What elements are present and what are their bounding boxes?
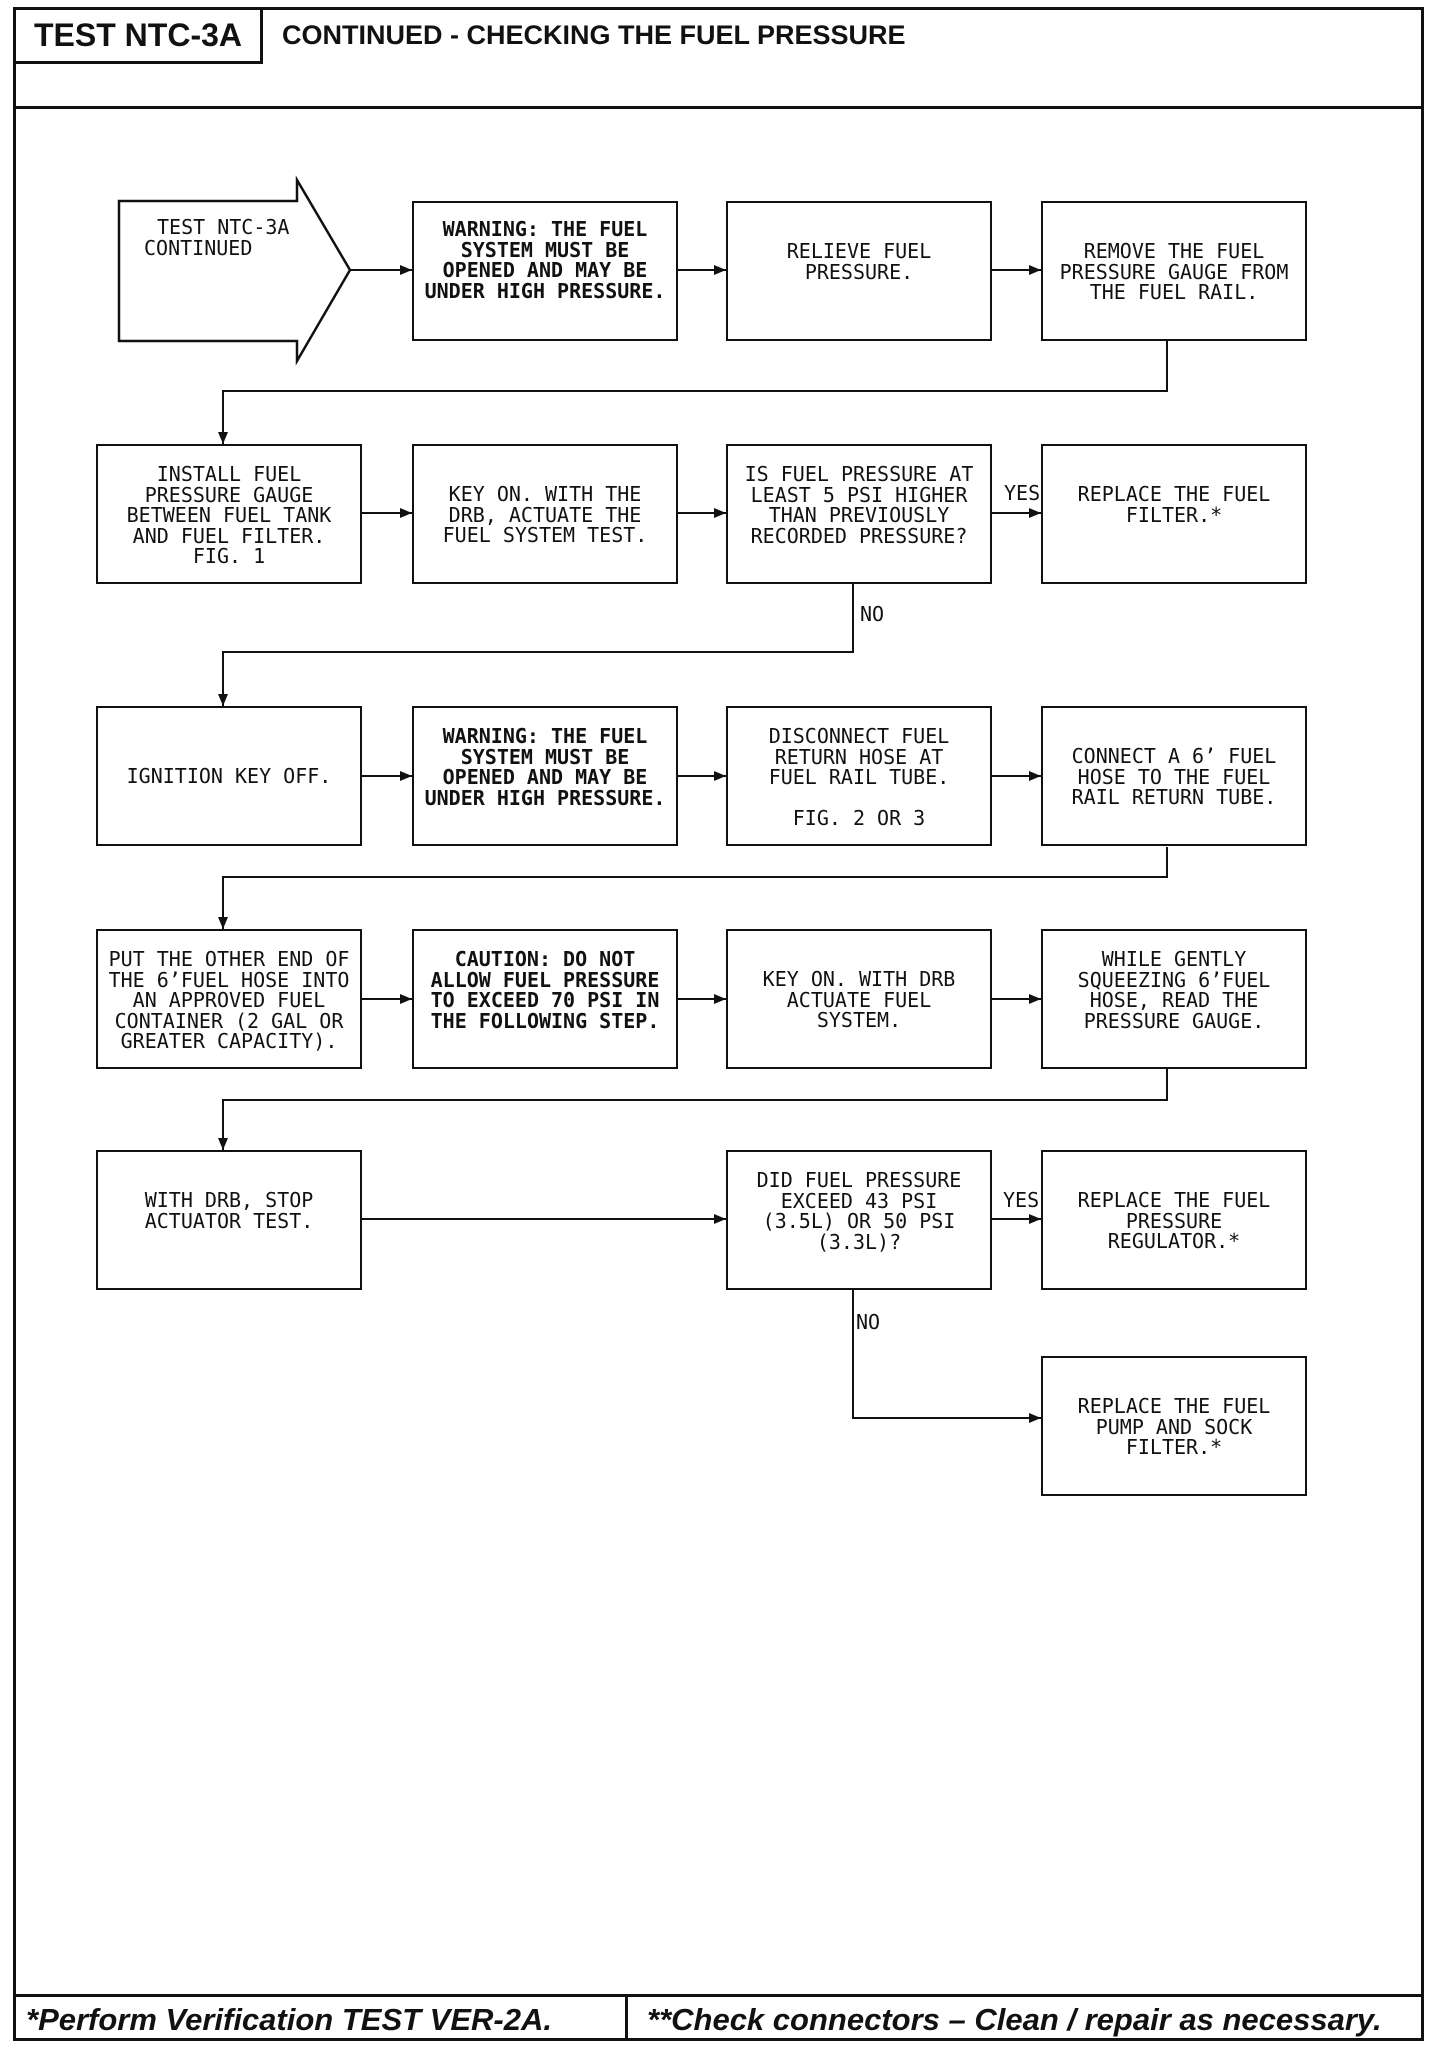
squeeze-hose-box: WHILE GENTLY SQUEEZING 6’FUEL HOSE, READ… [1041, 929, 1307, 1069]
connect-hose-box: CONNECT A 6’ FUEL HOSE TO THE FUEL RAIL … [1041, 706, 1307, 846]
relieve-pressure-text: RELIEVE FUEL PRESSURE. [786, 239, 932, 284]
remove-gauge-box: REMOVE THE FUEL PRESSURE GAUGE FROM THE … [1041, 201, 1307, 341]
relieve-pressure-box: RELIEVE FUEL PRESSURE. [726, 201, 992, 341]
caution-text: CAUTION: DO NOT ALLOW FUEL PRESSURE TO E… [430, 947, 660, 1033]
key-on-actuate-text: KEY ON. WITH DRB ACTUATE FUEL SYSTEM. [762, 967, 956, 1032]
replace-filter-text: REPLACE THE FUEL FILTER.* [1077, 482, 1271, 527]
stop-test-box: WITH DRB, STOP ACTUATOR TEST. [96, 1150, 362, 1290]
connect-hose-text: CONNECT A 6’ FUEL HOSE TO THE FUEL RAIL … [1071, 744, 1277, 809]
stop-test-text: WITH DRB, STOP ACTUATOR TEST. [144, 1188, 314, 1233]
install-gauge-box: INSTALL FUEL PRESSURE GAUGE BETWEEN FUEL… [96, 444, 362, 584]
yes-label-1: YES [1004, 481, 1041, 505]
test-id: TEST NTC-3A [34, 17, 242, 53]
replace-regulator-text: REPLACE THE FUEL PRESSURE REGULATOR.* [1077, 1188, 1271, 1253]
replace-pump-box: REPLACE THE FUEL PUMP AND SOCK FILTER.* [1041, 1356, 1307, 1496]
disconnect-hose-text: DISCONNECT FUEL RETURN HOSE AT FUEL RAIL… [768, 724, 950, 830]
install-gauge-text: INSTALL FUEL PRESSURE GAUGE BETWEEN FUEL… [126, 462, 332, 568]
page-frame [13, 7, 1424, 2041]
remove-gauge-text: REMOVE THE FUEL PRESSURE GAUGE FROM THE … [1059, 239, 1289, 304]
warning-box-1: WARNING: THE FUEL SYSTEM MUST BE OPENED … [412, 201, 678, 341]
fuel-container-box: PUT THE OTHER END OF THE 6’FUEL HOSE INT… [96, 929, 362, 1069]
pressure-exceed-decision-box: DID FUEL PRESSURE EXCEED 43 PSI (3.5L) O… [726, 1150, 992, 1290]
squeeze-hose-text: WHILE GENTLY SQUEEZING 6’FUEL HOSE, READ… [1077, 947, 1271, 1033]
pressure-exceed-decision-text: DID FUEL PRESSURE EXCEED 43 PSI (3.5L) O… [756, 1168, 962, 1254]
ignition-off-text: IGNITION KEY OFF. [126, 764, 332, 788]
footer-note-connectors: **Check connectors – Clean / repair as n… [647, 2002, 1382, 2037]
yes-label-2: YES [1003, 1188, 1040, 1212]
replace-filter-box: REPLACE THE FUEL FILTER.* [1041, 444, 1307, 584]
replace-pump-text: REPLACE THE FUEL PUMP AND SOCK FILTER.* [1077, 1394, 1271, 1459]
pressure-higher-decision-box: IS FUEL PRESSURE AT LEAST 5 PSI HIGHER T… [726, 444, 992, 584]
caution-box: CAUTION: DO NOT ALLOW FUEL PRESSURE TO E… [412, 929, 678, 1069]
no-label-1: NO [860, 602, 885, 626]
footer-note-verification: *Perform Verification TEST VER-2A. [26, 2002, 552, 2037]
start-label: TEST NTC-3A CONTINUED [144, 215, 290, 260]
page-title: CONTINUED - CHECKING THE FUEL PRESSURE [282, 20, 906, 50]
test-id-box: TEST NTC-3A [13, 7, 263, 64]
warning-box-2: WARNING: THE FUEL SYSTEM MUST BE OPENED … [412, 706, 678, 846]
warning-text-2: WARNING: THE FUEL SYSTEM MUST BE OPENED … [424, 724, 666, 810]
no-label-2: NO [856, 1310, 881, 1334]
replace-regulator-box: REPLACE THE FUEL PRESSURE REGULATOR.* [1041, 1150, 1307, 1290]
disconnect-hose-box: DISCONNECT FUEL RETURN HOSE AT FUEL RAIL… [726, 706, 992, 846]
warning-text-1: WARNING: THE FUEL SYSTEM MUST BE OPENED … [424, 217, 666, 303]
pressure-higher-decision-text: IS FUEL PRESSURE AT LEAST 5 PSI HIGHER T… [744, 462, 974, 548]
footer-column-divider [625, 1994, 628, 2041]
key-on-test-box: KEY ON. WITH THE DRB, ACTUATE THE FUEL S… [412, 444, 678, 584]
header-divider [13, 106, 1424, 109]
footer-divider [13, 1994, 1424, 1997]
ignition-off-box: IGNITION KEY OFF. [96, 706, 362, 846]
fuel-container-text: PUT THE OTHER END OF THE 6’FUEL HOSE INT… [108, 947, 350, 1053]
key-on-actuate-box: KEY ON. WITH DRB ACTUATE FUEL SYSTEM. [726, 929, 992, 1069]
key-on-test-text: KEY ON. WITH THE DRB, ACTUATE THE FUEL S… [442, 482, 648, 547]
